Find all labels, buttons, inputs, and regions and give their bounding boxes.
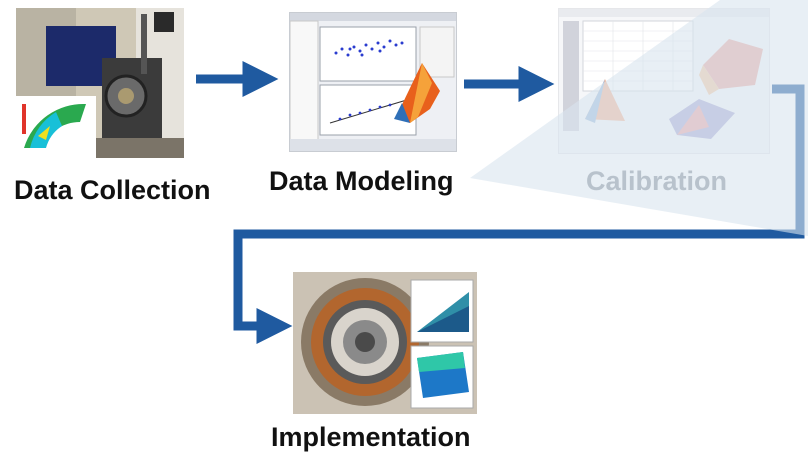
data-modeling-image [289,12,457,152]
implementation-image [293,272,477,414]
implementation-label: Implementation [271,422,471,452]
data-collection-label: Data Collection [14,175,211,205]
data-collection-image [16,8,184,158]
calibration-label: Calibration [586,166,728,196]
data-modeling-label: Data Modeling [269,166,454,196]
